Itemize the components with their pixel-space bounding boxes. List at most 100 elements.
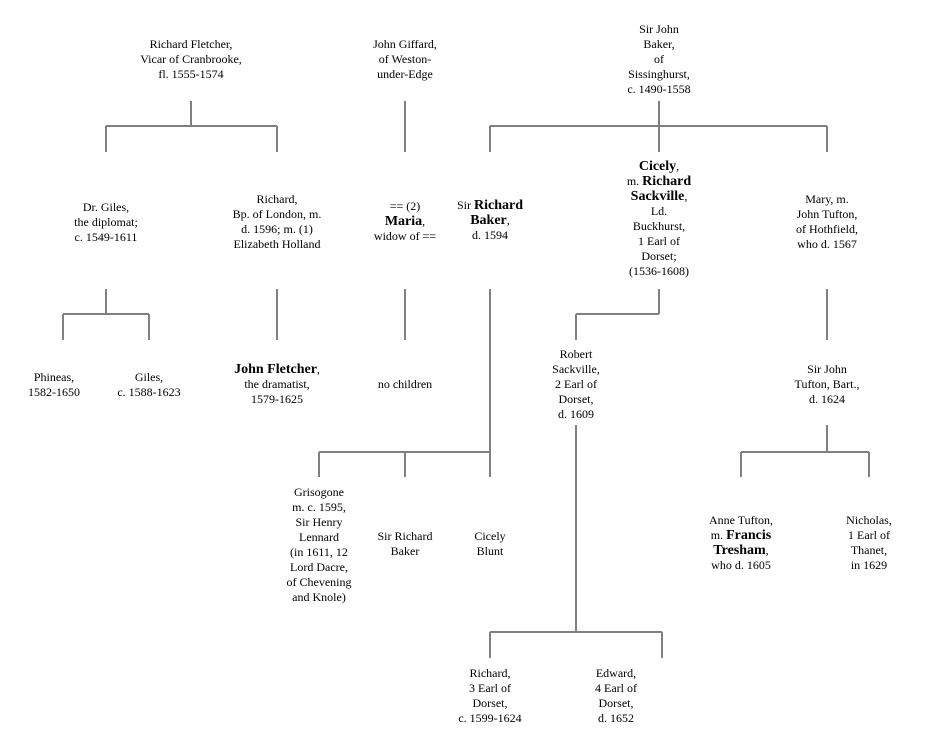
person-text-line: Sir John <box>627 22 690 37</box>
person-text: Cicely <box>474 529 506 543</box>
person-name-bold: Cicely <box>638 159 677 174</box>
person-text: Mary, m. <box>805 192 849 206</box>
person-text: who d. 1605 <box>711 558 771 572</box>
person-text-line: Robert <box>552 347 600 362</box>
person-text: in 1629 <box>850 558 888 572</box>
person-text-line: Edward, <box>595 666 637 681</box>
person-text-line: Anne Tufton, <box>709 513 773 528</box>
person-text-line: no children <box>378 377 432 392</box>
person-text: , <box>316 362 320 376</box>
person-text: Bp. of London, m. <box>232 207 322 221</box>
person-text: , <box>765 543 769 557</box>
person-text-line: Dr. Giles, <box>74 200 138 215</box>
person-text: Buckhurst, <box>632 219 686 233</box>
person-text: d. 1652 <box>597 711 634 725</box>
person-text: Richard, <box>469 666 511 680</box>
person-text-line: 1582-1650 <box>28 385 80 400</box>
person-text: Dr. Giles, <box>82 200 130 214</box>
person-text-line: of Hothfield, <box>796 222 858 237</box>
person-text: Lennard <box>299 530 339 544</box>
person-text-line: Richard, <box>233 192 322 207</box>
person-text: m. <box>710 528 727 542</box>
person-text: c. 1588-1623 <box>117 385 181 399</box>
person-text-line: Giles, <box>117 370 180 385</box>
person-text: widow of == <box>373 229 437 243</box>
person-text-line: Baker, <box>457 213 523 228</box>
person-text: under-Edge <box>377 67 433 81</box>
person-text-line: who d. 1605 <box>709 558 773 573</box>
person-text: 1 Earl of <box>638 234 680 248</box>
person-text: John Giffard, <box>373 37 437 51</box>
person-text-line: Tresham, <box>709 543 773 558</box>
person-text: 4 Earl of <box>595 681 637 695</box>
person-text: Dorset; <box>641 249 677 263</box>
person-text: Sir Henry <box>295 515 343 529</box>
person-text-line: m. Richard <box>627 174 691 189</box>
person-richard-fletcher-vicar: Richard Fletcher,Vicar of Cranbrooke,fl.… <box>140 37 242 82</box>
person-text: == (2) <box>389 199 421 213</box>
person-text-line: Nicholas, <box>846 513 892 528</box>
person-text: 1 Earl of <box>848 528 890 542</box>
person-text-line: d. 1652 <box>595 711 637 726</box>
person-text-line: Tufton, Bart., <box>795 377 860 392</box>
person-text: , <box>422 214 426 228</box>
person-text-line: Phineas, <box>28 370 80 385</box>
person-text-line: Blunt <box>474 544 505 559</box>
person-text: of <box>653 52 664 66</box>
person-text-line: (in 1611, 12 <box>287 545 352 560</box>
person-text-line: Sir Henry <box>287 515 352 530</box>
person-text-line: John Fletcher, <box>234 362 320 377</box>
person-name-bold: Richard <box>642 174 692 189</box>
person-text: Giles, <box>134 370 164 384</box>
person-text-line: Dorset, <box>552 392 600 407</box>
person-text-line: Grisogone <box>287 485 352 500</box>
person-text-line: and Knole) <box>287 590 352 605</box>
person-text: Phineas, <box>33 370 75 384</box>
person-text-line: c. 1490-1558 <box>627 82 690 97</box>
person-text-line: d. 1594 <box>457 228 523 243</box>
person-text-line: Dorset, <box>595 696 637 711</box>
person-text: Sir Richard <box>377 529 433 543</box>
person-text-line: m. Francis <box>709 528 773 543</box>
person-text-line: Buckhurst, <box>627 219 691 234</box>
person-text-line: 1 Earl of <box>846 528 892 543</box>
person-text-line: Mary, m. <box>796 192 858 207</box>
person-giles: Giles,c. 1588-1623 <box>117 370 180 400</box>
person-name-bold: Maria <box>384 214 423 229</box>
person-name-bold: Richard <box>474 198 524 213</box>
person-text-line: Richard, <box>458 666 521 681</box>
person-text-line: 1 Earl of <box>627 234 691 249</box>
person-text: Sackville, <box>552 362 600 376</box>
person-text: Thanet, <box>850 543 888 557</box>
person-text-line: m. c. 1595, <box>287 500 352 515</box>
person-text-line: who d. 1567 <box>796 237 858 252</box>
person-text: Richard Fletcher, <box>149 37 233 51</box>
person-text: m. <box>626 174 643 188</box>
person-text: Edward, <box>595 666 637 680</box>
person-text-line: fl. 1555-1574 <box>140 67 242 82</box>
person-text: Sissinghurst, <box>628 67 690 81</box>
person-text-line: Maria, <box>374 214 436 229</box>
person-text-line: Cicely <box>474 529 505 544</box>
person-phineas: Phineas,1582-1650 <box>28 370 80 400</box>
person-text: of Hothfield, <box>796 222 858 236</box>
person-mary-tufton: Mary, m.John Tufton,of Hothfield,who d. … <box>796 192 858 252</box>
person-text-line: Sissinghurst, <box>627 67 690 82</box>
person-richard-bishop: Richard,Bp. of London, m.d. 1596; m. (1)… <box>233 192 322 252</box>
person-text: , <box>684 189 688 203</box>
person-john-fletcher: John Fletcher,the dramatist,1579-1625 <box>234 362 320 407</box>
person-text: Baker <box>390 544 420 558</box>
person-text: , <box>676 159 680 173</box>
person-text: the dramatist, <box>244 377 310 391</box>
person-text: Lord Dacre, <box>290 560 348 574</box>
person-text: no children <box>377 377 433 391</box>
person-text-line: of <box>627 52 690 67</box>
person-text: 3 Earl of <box>469 681 511 695</box>
person-text-line: == (2) <box>374 199 436 214</box>
